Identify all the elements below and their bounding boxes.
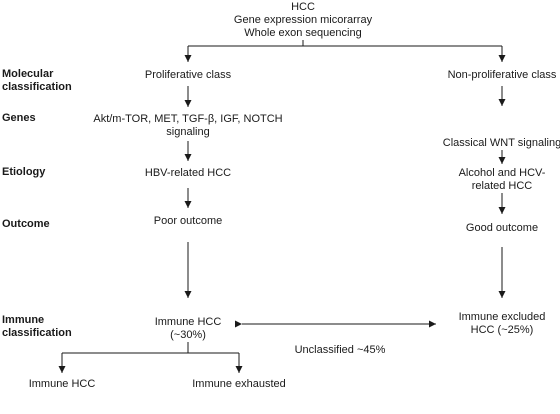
good-outcome-node: Good outcome bbox=[465, 222, 539, 234]
top-method-microarray: Gene expression micorarray bbox=[233, 14, 373, 26]
row-label-immune: Immune classification bbox=[2, 314, 72, 339]
top-node: HCC Gene expression micorarray Whole exo… bbox=[203, 1, 403, 40]
unclassified-label: Unclassified ~45% bbox=[294, 344, 386, 356]
immune-excluded-node: Immune excluded HCC (~25%) bbox=[458, 311, 546, 336]
immune-hcc-node: Immune HCC (~30%) bbox=[154, 316, 222, 341]
proliferative-class-node: Proliferative class bbox=[144, 69, 232, 81]
left-genes-node: Akt/m-TOR, MET, TGF-β, IGF, NOTCH signal… bbox=[93, 113, 283, 138]
immune-exhausted-node: Immune exhausted bbox=[192, 378, 286, 390]
immune-hcc-subtype-node: Immune HCC bbox=[28, 378, 96, 390]
row-label-outcome: Outcome bbox=[2, 218, 50, 230]
poor-outcome-node: Poor outcome bbox=[153, 215, 223, 227]
hbv-etiology-node: HBV-related HCC bbox=[144, 167, 232, 179]
top-method-exon: Whole exon sequencing bbox=[244, 27, 362, 39]
top-title: HCC bbox=[291, 1, 315, 13]
row-label-molecular: Molecular classification bbox=[2, 68, 72, 93]
row-label-etiology: Etiology bbox=[2, 166, 46, 178]
alcohol-hcv-etiology-node: Alcohol and HCV- related HCC bbox=[458, 167, 546, 192]
row-label-genes: Genes bbox=[2, 112, 36, 124]
non-proliferative-class-node: Non-proliferative class bbox=[447, 69, 557, 81]
wnt-signaling-node: Classical WNT signaling bbox=[442, 137, 560, 149]
